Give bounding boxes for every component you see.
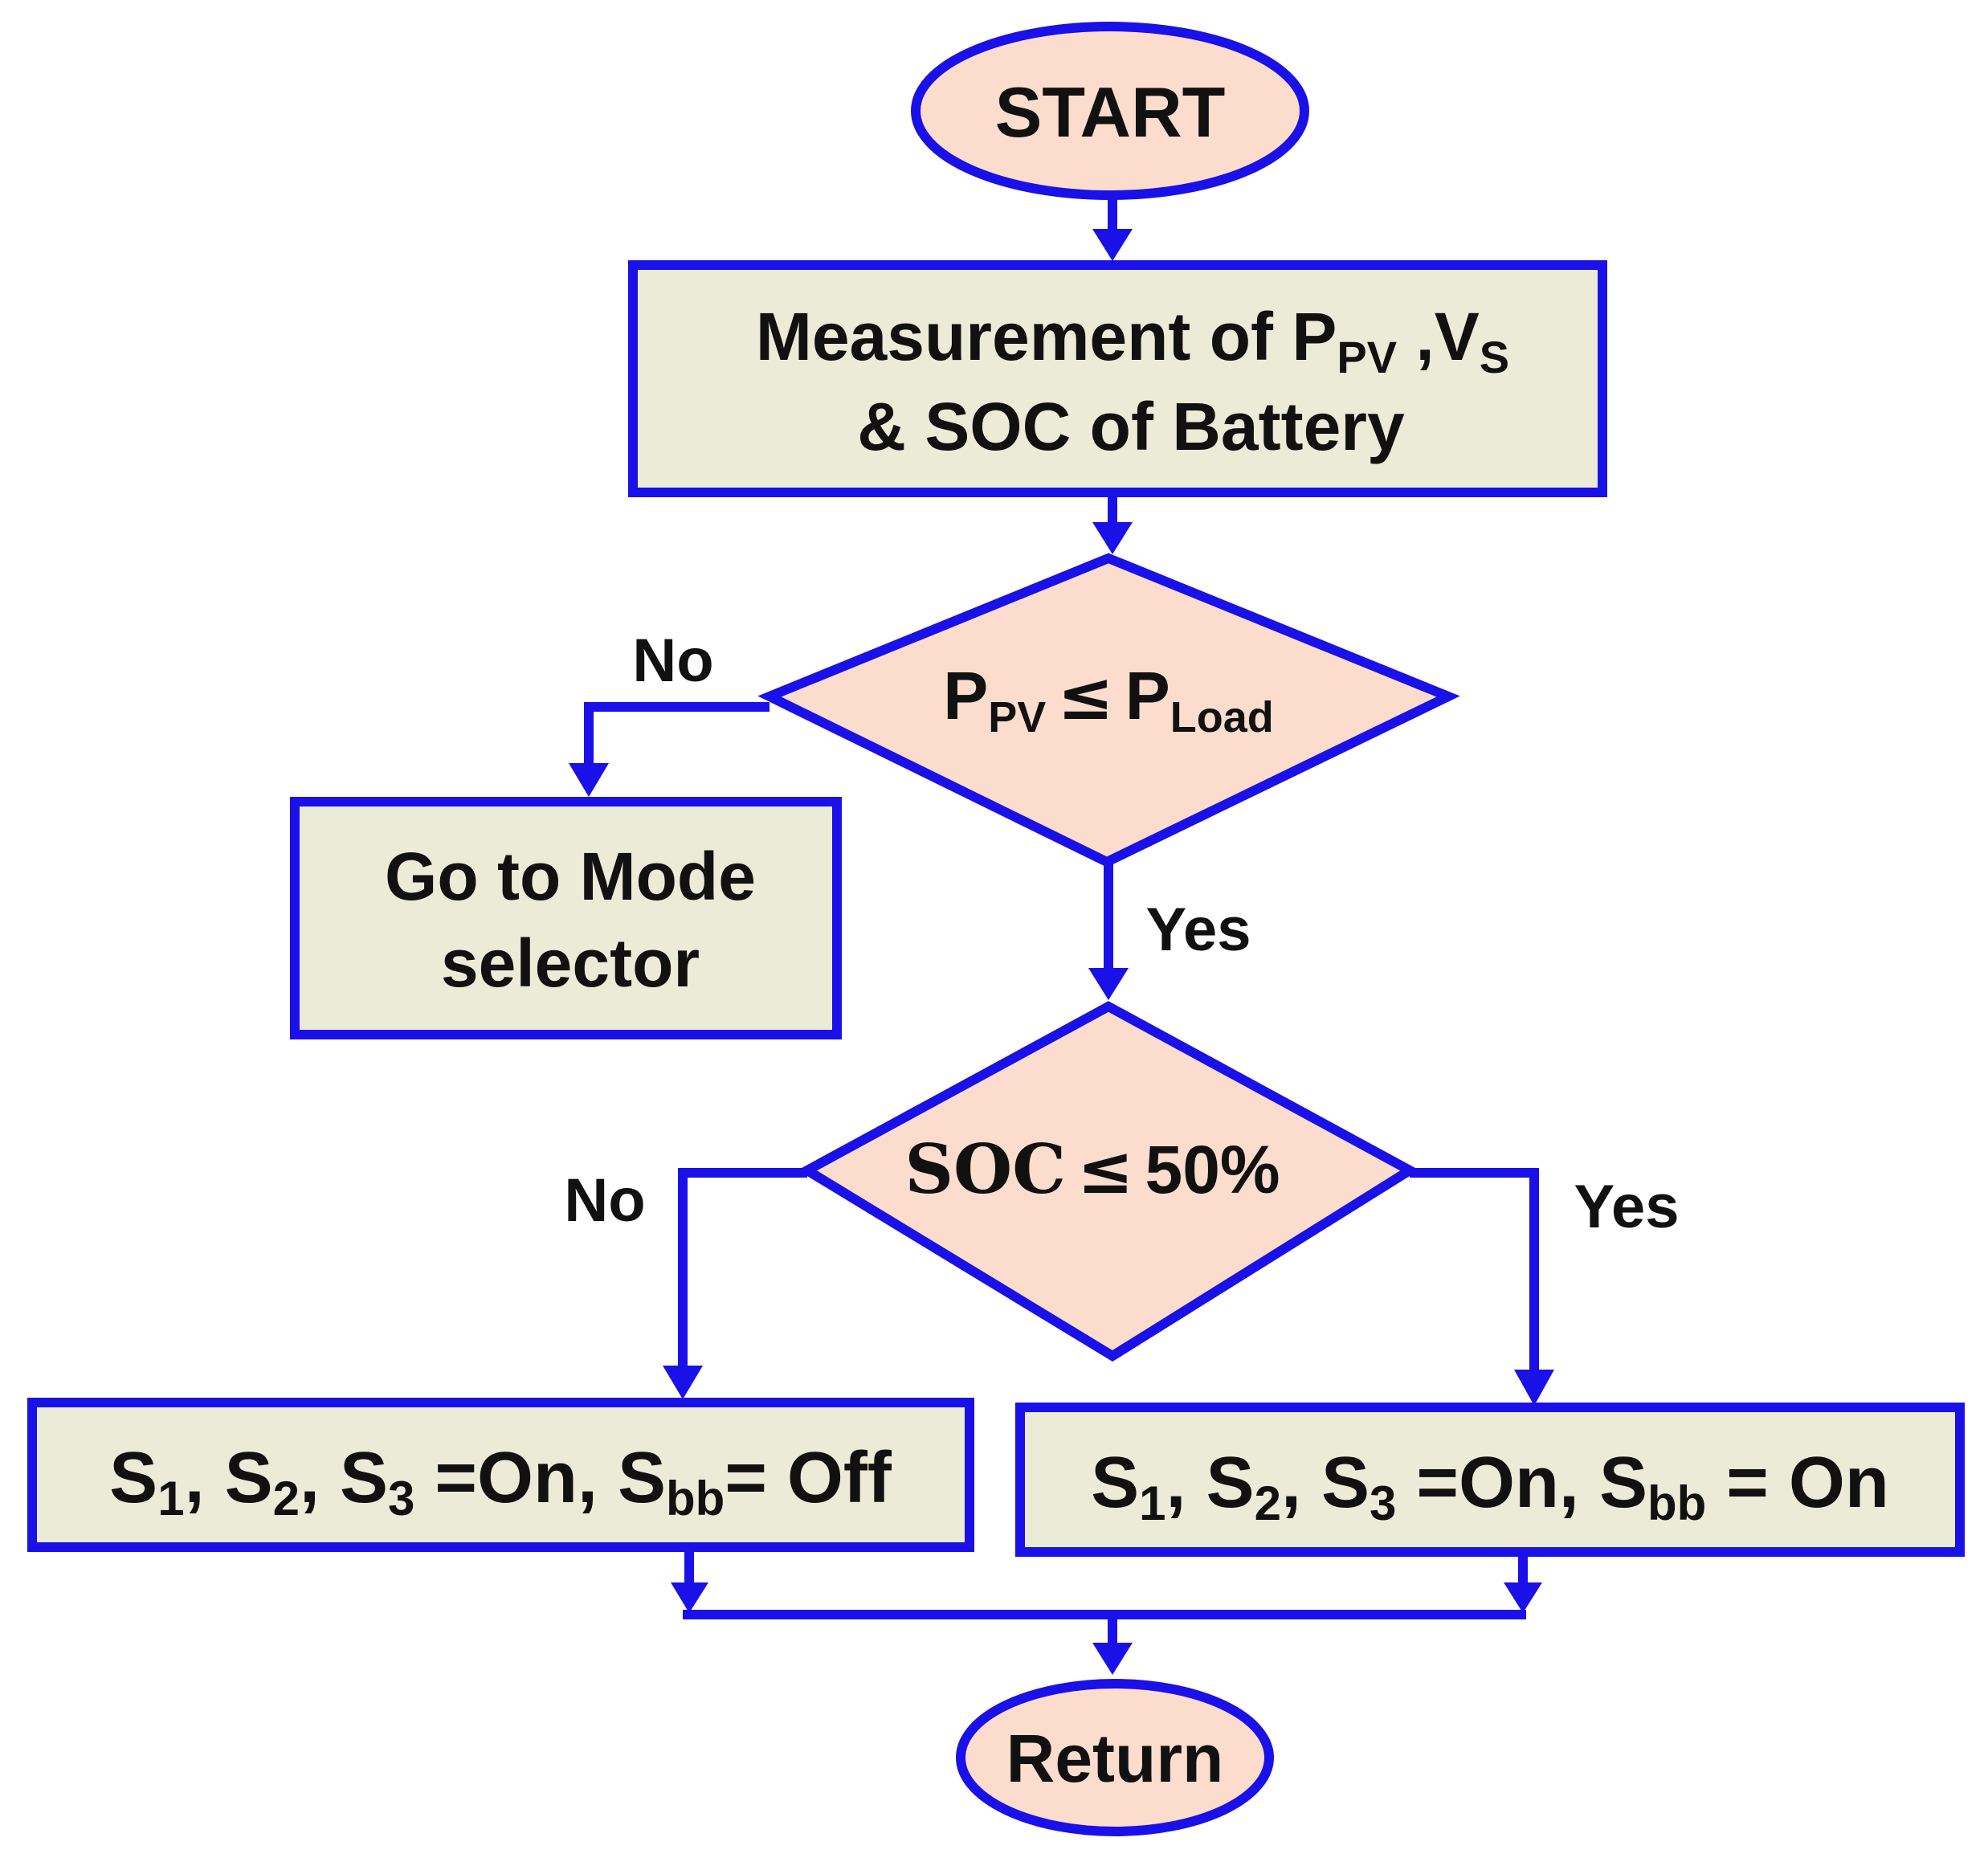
edge-d2-yes [1410,1168,1539,1374]
arrowhead-on-merge [1504,1582,1542,1613]
start-node: START [911,22,1309,200]
arrowhead-d1-yes [1088,968,1129,1000]
return-node: Return [956,1679,1274,1836]
switch-on-label: S1, S2, S3 =On, Sbb = On [1091,1443,1889,1530]
decision-2-label: SOC≤50% [904,1129,1280,1209]
mode-selector-node: Go to Mode selector [290,797,842,1039]
decision-2-yes-label: Yes [1574,1173,1679,1241]
connectors [569,197,1554,1675]
arrowhead-off-merge [671,1582,708,1613]
decision-2-no-label: No [564,1166,645,1235]
switch-on-node: S1, S2, S3 =On, Sbb = On [1015,1403,1965,1557]
arrowhead-merge-return [1092,1643,1133,1675]
edge-d1-no [584,702,769,767]
measurement-node: Measurement of PPV ,VS & SOC of Battery [628,260,1607,497]
arrowhead-d1-no [569,763,609,797]
decision-ppv-pload: PPV≤PLoad [757,553,1460,868]
start-label: START [995,72,1226,152]
decision-1-no-label: No [632,627,713,695]
mode-selector-line-1: Go to Mode [385,839,756,914]
return-label: Return [1006,1721,1224,1796]
arrowhead-measure-d1 [1092,522,1133,554]
measurement-line-1: Measurement of PPV ,VS [756,299,1509,382]
arrowhead-d2-no [663,1366,703,1399]
edge-d2-no [678,1168,807,1370]
mode-selector-line-2: selector [441,925,700,1001]
switch-off-node: S1, S2, S3 =On, Sbb= Off [27,1398,974,1552]
measurement-line-2: & SOC of Battery [857,389,1405,464]
decision-soc: SOC≤50% [797,1001,1419,1362]
arrowhead-start-measure [1092,229,1133,261]
decision-1-yes-label: Yes [1145,896,1251,964]
arrowhead-d2-yes [1514,1370,1554,1406]
decision-1-label: PPV≤PLoad [943,655,1274,741]
switch-off-label: S1, S2, S3 =On, Sbb= Off [109,1438,892,1525]
